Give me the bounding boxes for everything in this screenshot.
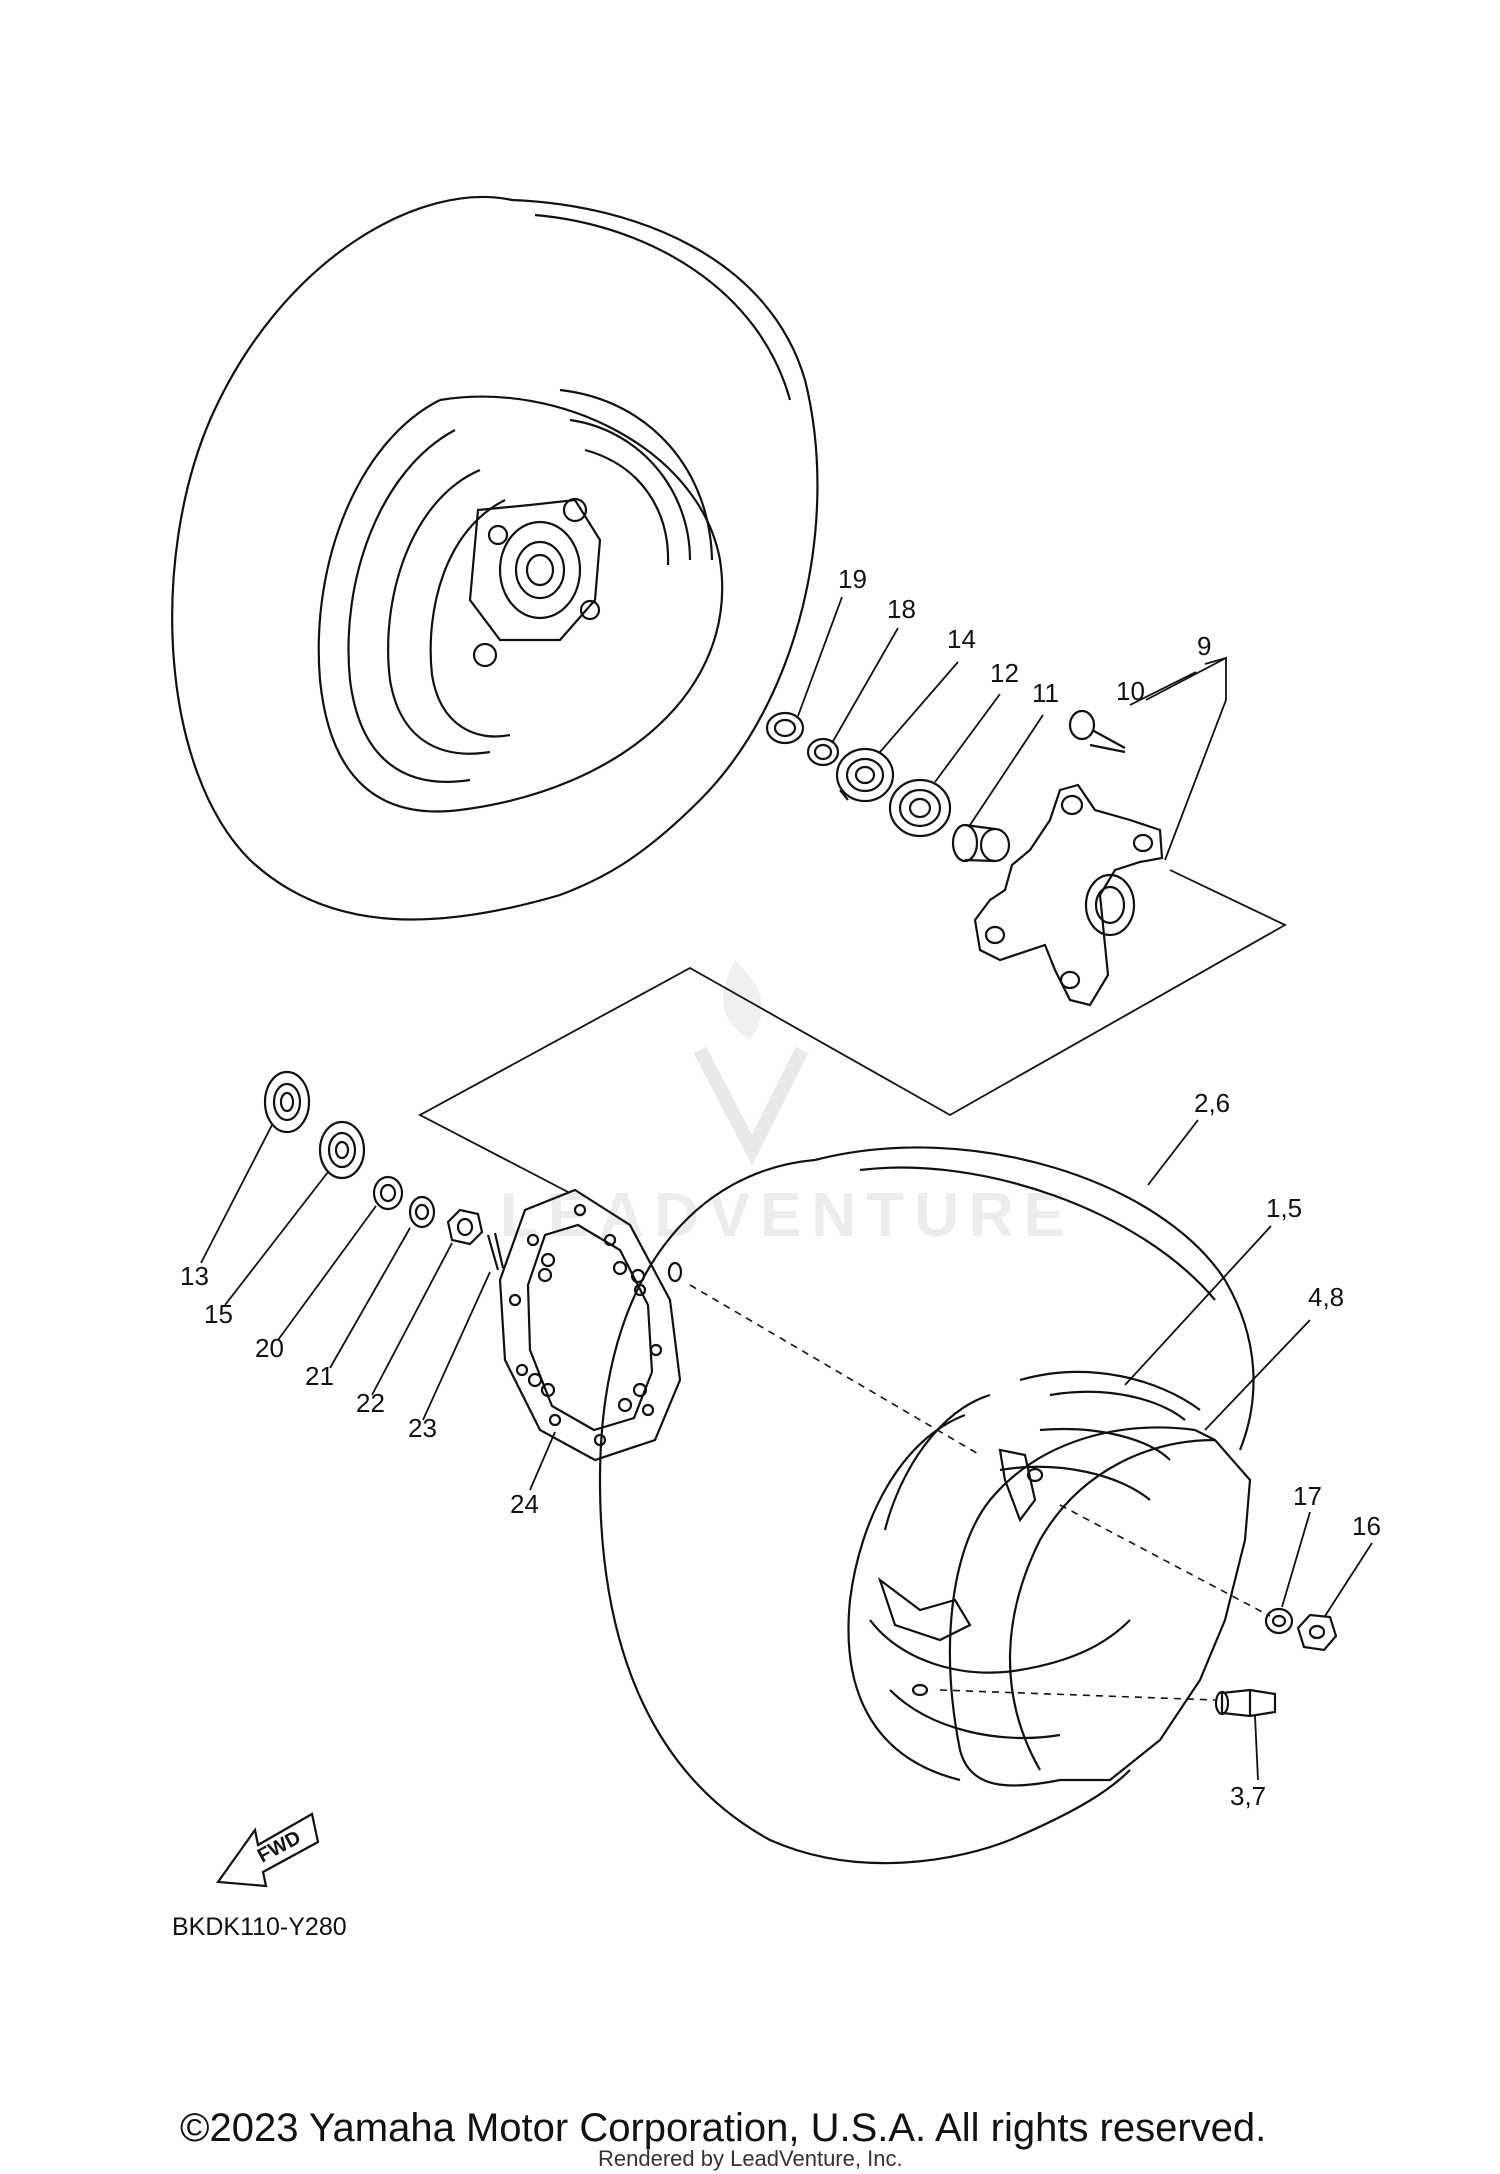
callout-1-5: 1,5 [1266, 1193, 1302, 1223]
diagram-code: BKDK110-Y280 [172, 1913, 347, 1941]
callout-12: 12 [990, 658, 1019, 688]
callout-11: 11 [1032, 678, 1059, 708]
stud-bolt-10 [1068, 709, 1126, 754]
callout-4-8: 4,8 [1308, 1282, 1344, 1312]
forward-arrow-icon [215, 1812, 320, 1888]
rim-band-4-8 [948, 1426, 1252, 1787]
valve-3-7 [1214, 1688, 1277, 1718]
callout-16: 16 [1352, 1511, 1381, 1541]
spacer-18 [806, 737, 840, 767]
oil-seal-19 [765, 711, 805, 745]
leadventure-watermark-text: LEADVENTURE [500, 1181, 1076, 1250]
bearing-14 [835, 747, 895, 803]
callout-15: 15 [204, 1299, 233, 1329]
assembly-frames [418, 656, 1287, 1193]
callout-20: 20 [255, 1333, 284, 1363]
bearing-15 [318, 1120, 366, 1180]
nut-16 [1296, 1613, 1338, 1652]
bearing-12 [888, 778, 952, 838]
axis-lines [689, 1284, 1271, 1701]
hub-9 [973, 783, 1164, 1007]
callout-19: 19 [838, 564, 867, 594]
spacer-20 [372, 1175, 404, 1211]
callout-21: 21 [305, 1361, 334, 1391]
rendered-by-credit: Rendered by LeadVenture, Inc. [598, 2146, 903, 2171]
callout-18: 18 [887, 594, 916, 624]
callout-17: 17 [1293, 1481, 1322, 1511]
leadventure-logo-icon [693, 960, 809, 1166]
washer-21 [408, 1195, 436, 1229]
callout-3-7: 3,7 [1230, 1781, 1266, 1811]
washer-17 [1264, 1607, 1294, 1635]
lower-tire [598, 1146, 1255, 1865]
bearing-13 [263, 1070, 311, 1134]
callout-14: 14 [947, 624, 976, 654]
leader-lines [200, 596, 1373, 1781]
callout-labels: 19 18 14 12 11 9 10 2,6 1,5 4,8 13 15 20 21 22 23 24 17 16… [180, 564, 1381, 1811]
callout-24: 24 [510, 1489, 539, 1519]
callout-23: 23 [408, 1413, 437, 1443]
upper-tire [171, 195, 819, 921]
castle-nut-22 [446, 1208, 484, 1246]
copyright-notice: ©2023 Yamaha Motor Corporation, U.S.A. A… [180, 2106, 1267, 2150]
callout-2-6: 2,6 [1194, 1088, 1230, 1118]
cotter-pin-23 [486, 1232, 505, 1271]
callout-9: 9 [1197, 631, 1211, 661]
callout-13: 13 [180, 1261, 209, 1291]
brake-disc-24 [498, 1188, 683, 1462]
spacer-11 [951, 823, 1011, 863]
callout-22: 22 [356, 1388, 385, 1418]
callout-10: 10 [1116, 676, 1145, 706]
